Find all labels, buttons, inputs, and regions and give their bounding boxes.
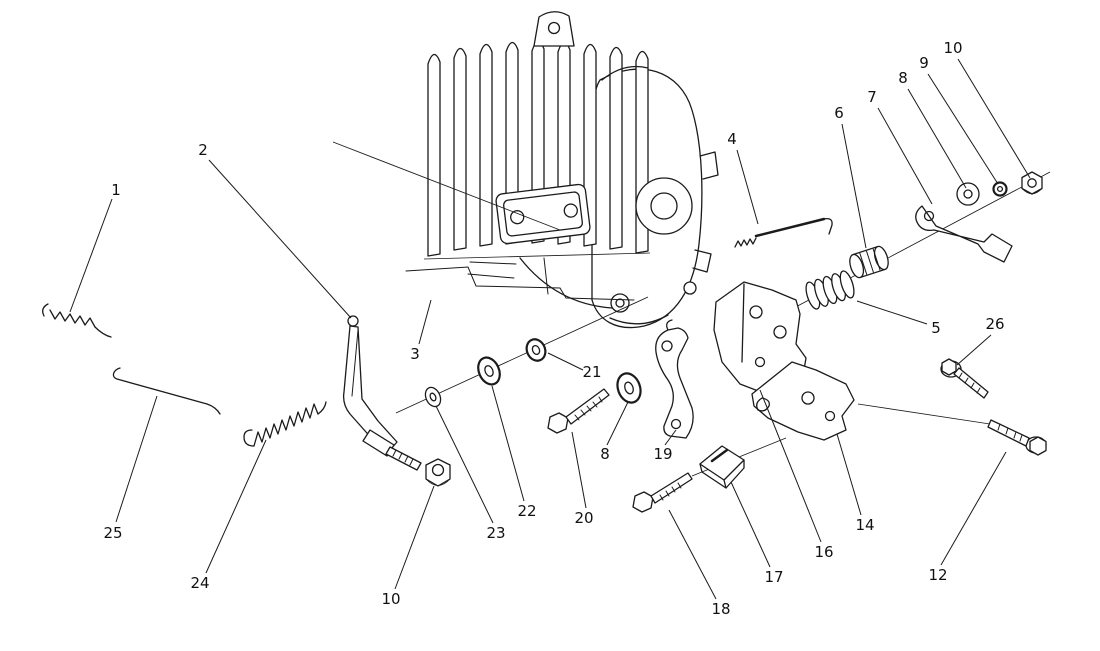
part-3-link-rod [405, 266, 635, 301]
part-5-spring [805, 270, 855, 310]
callout-label-24: 24 [190, 574, 209, 592]
part-9-lock-washer [992, 181, 1008, 197]
callout-label-19: 19 [653, 445, 672, 463]
callout-leader-2 [208, 159, 352, 319]
callout-leader-3 [418, 299, 432, 345]
callout-leader-10a [957, 58, 1031, 179]
part-10-nut-lower [425, 458, 451, 487]
part-6-bushing [849, 245, 889, 279]
callout-leader-6 [841, 123, 867, 249]
engine-lower-hole-outer [610, 293, 630, 313]
engine-fin-base [423, 252, 651, 260]
engine-boss-inner [650, 192, 678, 220]
callout-label-25: 25 [103, 524, 122, 542]
axis-line-upper-left [332, 141, 561, 231]
engine-block [423, 11, 719, 329]
part-24-spring [243, 401, 327, 447]
callout-leader-9 [927, 73, 999, 185]
callout-leader-22 [491, 385, 525, 502]
part-19-lever [655, 319, 694, 439]
engine-top-curve [601, 65, 649, 81]
callout-leader-10b [394, 485, 435, 590]
engine-mount-plate [495, 183, 591, 245]
callout-leader-18 [668, 509, 717, 600]
callout-leader-26 [956, 334, 992, 366]
callout-label-17: 17 [764, 568, 783, 586]
engine-bottom-curve [609, 314, 669, 325]
callout-label-23: 23 [486, 524, 505, 542]
callout-label-18: 18 [711, 600, 730, 618]
part-20-bolt [547, 388, 610, 434]
engine-boss-outer [635, 177, 693, 235]
callout-leader-14 [836, 433, 862, 516]
part-21-nut [525, 338, 547, 362]
part-26-screw [940, 358, 989, 399]
callout-leader-24 [205, 439, 267, 574]
callout-label-14: 14 [855, 516, 874, 534]
part-1-spring [42, 303, 112, 338]
engine-tab-lower [692, 249, 712, 273]
callout-label-16: 16 [814, 543, 833, 561]
part-18-bolt [632, 472, 693, 513]
engine-top-bracket [533, 11, 575, 47]
callout-label-22: 22 [517, 502, 536, 520]
part-17-clamp-block [699, 445, 745, 489]
callout-label-9: 9 [919, 54, 929, 72]
callout-label-10b: 10 [381, 590, 400, 608]
callout-label-21: 21 [582, 363, 601, 381]
part-12-screw [987, 419, 1047, 456]
callout-label-26: 26 [985, 315, 1004, 333]
callout-leader-19 [664, 429, 677, 446]
callout-leader-12 [940, 451, 1007, 566]
callout-leader-16 [759, 389, 822, 543]
callout-leader-20 [571, 431, 587, 509]
part-22-washer [477, 356, 501, 386]
callout-leader-5 [856, 300, 928, 325]
part-25-link-wire [112, 367, 221, 415]
callout-label-3: 3 [410, 345, 420, 363]
part-8-washer-mid [616, 372, 642, 404]
callout-leader-25 [115, 395, 158, 523]
callout-leader-7 [877, 107, 933, 205]
callout-label-20: 20 [574, 509, 593, 527]
callout-label-8a: 8 [898, 69, 908, 87]
callout-label-6: 6 [834, 104, 844, 122]
callout-label-12: 12 [928, 566, 947, 584]
part-16-bracket [713, 281, 807, 395]
part-2-governor-lever [342, 315, 422, 471]
engine-lower-skirt [519, 257, 613, 309]
callout-label-1: 1 [111, 181, 121, 199]
callout-leader-8b [606, 401, 629, 446]
callout-label-8b: 8 [600, 445, 610, 463]
callout-leader-23 [435, 405, 494, 524]
callout-leader-17 [730, 481, 771, 568]
part-14-bracket [751, 361, 855, 441]
engine-fin-edge-3 [543, 257, 549, 295]
callout-label-2: 2 [198, 141, 208, 159]
callout-leader-21 [547, 352, 584, 371]
engine-fin-edge-2 [467, 273, 515, 279]
callout-label-10a: 10 [943, 39, 962, 57]
part-10-nut-upper [1021, 171, 1043, 195]
part-4-throttle-rod [734, 217, 833, 248]
callout-label-7: 7 [867, 88, 877, 106]
engine-governor-shaft [683, 281, 697, 295]
callout-leader-8a [907, 88, 967, 189]
callout-leader-4 [736, 149, 759, 225]
engine-lower-hole-inner [615, 298, 625, 308]
callout-label-5: 5 [931, 319, 941, 337]
engine-tab-upper [699, 151, 719, 180]
callout-leader-1 [69, 198, 113, 313]
axis-line-screw-12 [857, 403, 991, 425]
callout-label-4: 4 [727, 130, 737, 148]
engine-fin-edge-1 [469, 261, 517, 265]
part-7-arm [915, 205, 1013, 263]
part-8-washer-upper [956, 182, 980, 206]
part-23-washer [424, 386, 442, 408]
